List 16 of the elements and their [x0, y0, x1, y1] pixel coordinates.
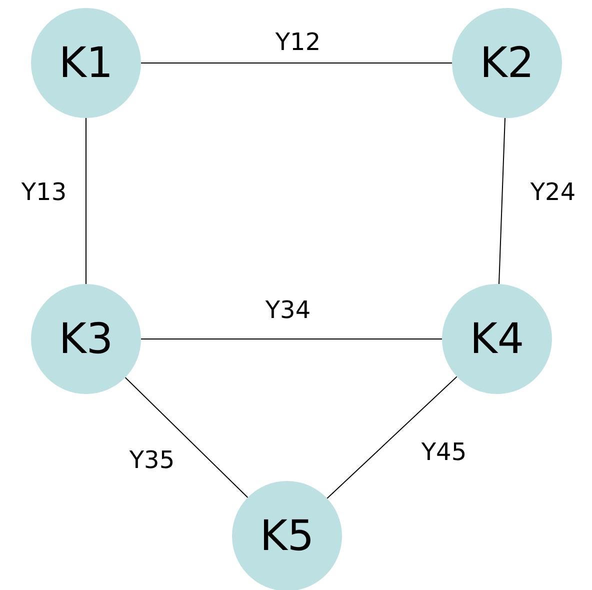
- connector-line: [124, 377, 248, 498]
- node-label: K1: [58, 42, 114, 84]
- connector-line: [140, 338, 442, 340]
- edge-label: Y45: [421, 440, 467, 464]
- edge-label: Y12: [275, 30, 321, 54]
- edge-label: Y24: [530, 180, 576, 204]
- connector-line: [326, 376, 458, 499]
- node-label: K3: [58, 318, 114, 360]
- edge-label: Y34: [265, 298, 311, 322]
- edge-label: Y35: [129, 448, 175, 472]
- connector-line: [140, 62, 452, 64]
- node-label: K5: [260, 515, 314, 557]
- node-label: K2: [480, 42, 534, 84]
- edge-label: Y13: [21, 180, 67, 204]
- node-label: K4: [470, 318, 524, 360]
- connector-line: [498, 117, 506, 285]
